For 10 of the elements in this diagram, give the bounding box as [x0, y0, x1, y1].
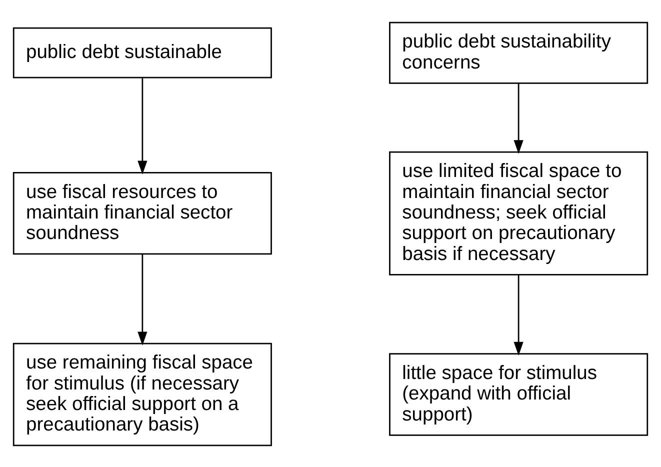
- node-box: public debt sustainable: [12, 26, 272, 78]
- node-box: use fiscal resources to maintain financial sector soundness: [12, 172, 272, 254]
- arrow: [514, 274, 524, 356]
- node-box: use limited fiscal space to maintain financial sector soundness; seek official support on precautionary basis if necessary: [389, 150, 648, 275]
- node-box: little space for stimulus (expand with official support): [389, 352, 648, 436]
- arrow: [138, 78, 148, 174]
- arrow: [514, 82, 524, 154]
- node-box: public debt sustainability concerns: [389, 21, 648, 84]
- arrow: [138, 254, 148, 346]
- node-box: use remaining fiscal space for stimulus (if necessary seek official support on a precautionary basis): [12, 342, 272, 446]
